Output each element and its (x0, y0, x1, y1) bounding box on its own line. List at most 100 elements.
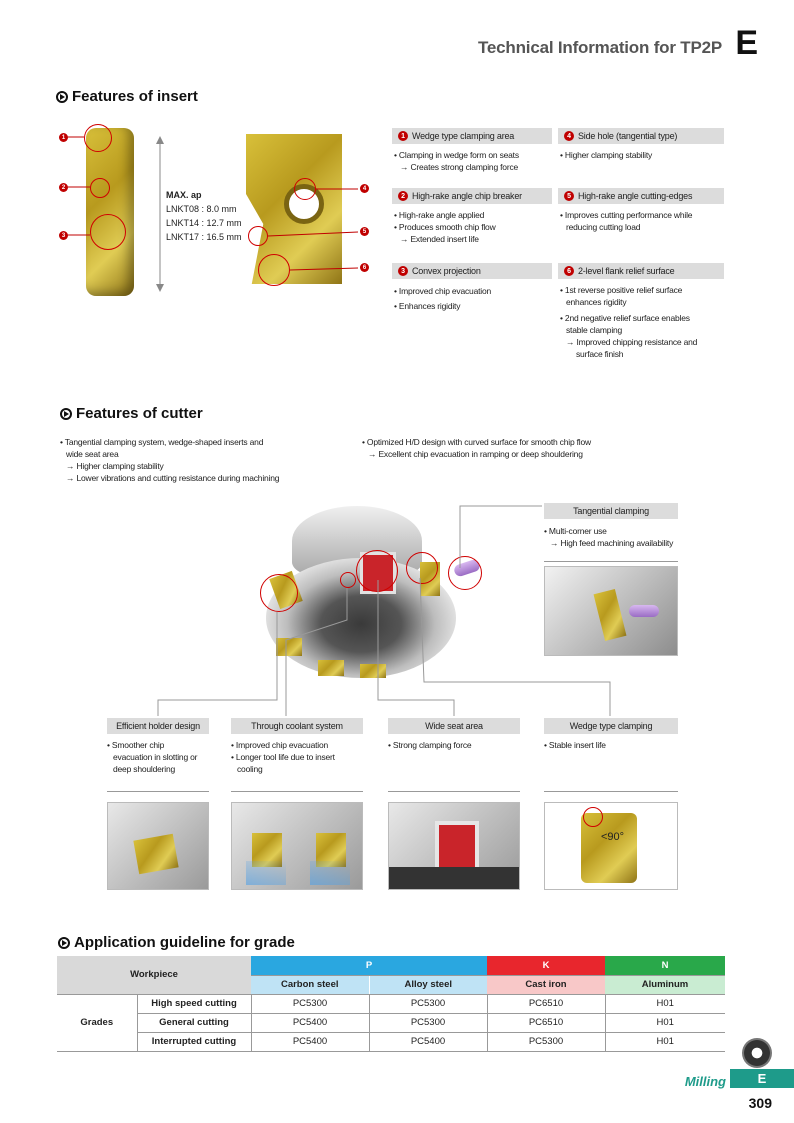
feature-6-bullet: surface finish (576, 349, 624, 359)
group-n-header: N (605, 956, 725, 976)
cutter-left-bullets: • Tangential clamping system, wedge-shap… (60, 436, 280, 484)
condition-cell: General cutting (137, 1013, 252, 1033)
box-efficient-holder-bullets: • Smoother chip evacuation in slotting o… (107, 739, 209, 791)
max-ap-block: MAX. ap LNKT08 : 8.0 mm LNKT14 : 12.7 mm… (166, 188, 242, 244)
cutter-callout-circle (448, 556, 482, 590)
box-bullet: evacuation in slotting or (113, 752, 198, 762)
box-wide-seat-bullets: • Strong clamping force (388, 739, 520, 791)
tangential-bullet: • Multi-corner use (544, 526, 607, 536)
grade-cell: PC5400 (369, 1032, 488, 1052)
photo-dark-base (389, 867, 519, 889)
group-k-header: K (487, 956, 605, 976)
cutter-bullet: → Excellent chip evacuation in ramping o… (368, 449, 583, 459)
box-wedge-clamping-bullets: • Stable insert life (544, 739, 678, 791)
box-bullet: cooling (237, 764, 263, 774)
cutter-callout-circle (406, 552, 438, 584)
max-ap-dimension-arrow (156, 136, 164, 292)
table-row: Grades High speed cutting PC5300 PC5300 … (57, 994, 725, 1052)
material-cast-iron: Cast iron (487, 975, 605, 995)
tangential-clamping-title: Tangential clamping (544, 503, 678, 519)
grade-cell: PC5400 (251, 1032, 370, 1052)
footer-tab[interactable]: E (730, 1069, 794, 1088)
feature-6-number: 6 (564, 266, 574, 276)
feature-1-bullets: • Clamping in wedge form on seats → Crea… (392, 149, 552, 173)
chapter-letter: E (735, 24, 758, 62)
feature-2-bullets: • High-rake angle applied • Produces smo… (392, 209, 552, 245)
cutter-section-title-text: Features of cutter (76, 405, 203, 422)
max-ap-lnkt14: LNKT14 : 12.7 mm (166, 218, 242, 228)
cutter-insert (276, 638, 302, 656)
cutter-bullet: • Optimized H/D design with curved surfa… (362, 437, 591, 447)
box-through-coolant-bullets: • Improved chip evacuation • Longer tool… (231, 739, 363, 791)
grade-cell: H01 (605, 1032, 725, 1052)
coolant-spray (246, 861, 286, 885)
callout-badge-4: 4 (360, 184, 369, 193)
feature-2-bullet: • Produces smooth chip flow (394, 222, 496, 232)
tangential-clamping-box: Tangential clamping • Multi-corner use →… (544, 503, 678, 656)
box-wide-seat-photo (388, 802, 520, 890)
cutter-insert (318, 660, 344, 676)
box-bullet: • Longer tool life due to insert (231, 752, 335, 762)
box-wedge-clamping: Wedge type clamping • Stable insert life… (544, 718, 678, 890)
group-p-header: P (251, 956, 487, 976)
box-bullet: • Smoother chip (107, 740, 165, 750)
cutter-right-bullets: • Optimized H/D design with curved surfa… (362, 436, 591, 460)
grade-section-title: Application guideline for grade (58, 934, 295, 951)
condition-cell: High speed cutting (137, 994, 252, 1014)
feature-1-title: Wedge type clamping area (412, 131, 515, 141)
milling-cutter-icon (742, 1038, 772, 1068)
feature-2-title: High-rake angle chip breaker (412, 191, 522, 201)
callout-lines (68, 136, 90, 236)
grade-table: Workpiece P K N Carbon steel Alloy steel… (57, 956, 725, 1052)
feature-4-bullet: • Higher clamping stability (560, 150, 653, 160)
page-title: Technical Information for TP2P (478, 38, 722, 57)
feature-1-bullet: • Clamping in wedge form on seats (394, 150, 519, 160)
cutter-insert (360, 664, 386, 678)
callout-circle-3 (90, 214, 126, 250)
feature-3-bullet: • Improved chip evacuation (394, 286, 491, 296)
photo-insert (133, 833, 179, 875)
feature-3-bullets: • Improved chip evacuation • Enhances ri… (392, 284, 552, 314)
feature-3-bullet: • Enhances rigidity (394, 301, 461, 311)
feature-6-bullet: • 2nd negative relief surface enables (560, 313, 690, 323)
cutter-bullet: wide seat area (66, 449, 119, 459)
material-aluminum: Aluminum (605, 975, 725, 995)
feature-1: 1 Wedge type clamping area • Clamping in … (392, 128, 552, 173)
box-wide-seat: Wide seat area • Strong clamping force (388, 718, 520, 890)
tangential-bullet: → High feed machining availability (550, 538, 674, 548)
tangential-clamping-bullets: • Multi-corner use → High feed machining… (544, 525, 678, 549)
cutter-image (252, 500, 492, 690)
feature-2-bullet: → Extended insert life (400, 234, 479, 244)
section-arrow-icon (58, 936, 70, 949)
grade-cell: PC6510 (487, 994, 606, 1014)
callout-circle-5 (248, 226, 268, 246)
angle-label: <90° (601, 831, 625, 843)
angle-callout-circle (583, 807, 603, 827)
grade-cell: PC5400 (251, 1013, 370, 1033)
cutter-callout-circle (356, 550, 398, 592)
section-arrow-icon (60, 407, 72, 420)
photo-screw (629, 605, 659, 617)
coolant-spray (310, 861, 350, 885)
insert-front-image (86, 128, 134, 296)
feature-6-bullet: • 1st reverse positive relief surface (560, 285, 683, 295)
feature-1-number: 1 (398, 131, 408, 141)
callout-lines-right (267, 188, 359, 271)
grade-cell: PC5300 (369, 1013, 488, 1033)
feature-5-number: 5 (564, 191, 574, 201)
max-ap-label: MAX. ap (166, 190, 202, 200)
callout-circle-4 (294, 178, 316, 200)
grade-cell: H01 (605, 994, 725, 1014)
feature-5-title: High-rake angle cutting-edges (578, 191, 693, 201)
box-through-coolant-title: Through coolant system (231, 718, 363, 734)
callout-badge-6: 6 (360, 263, 369, 272)
feature-4-title: Side hole (tangential type) (578, 131, 678, 141)
grade-cell: PC5300 (487, 1032, 606, 1052)
box-through-coolant: Through coolant system • Improved chip e… (231, 718, 363, 890)
